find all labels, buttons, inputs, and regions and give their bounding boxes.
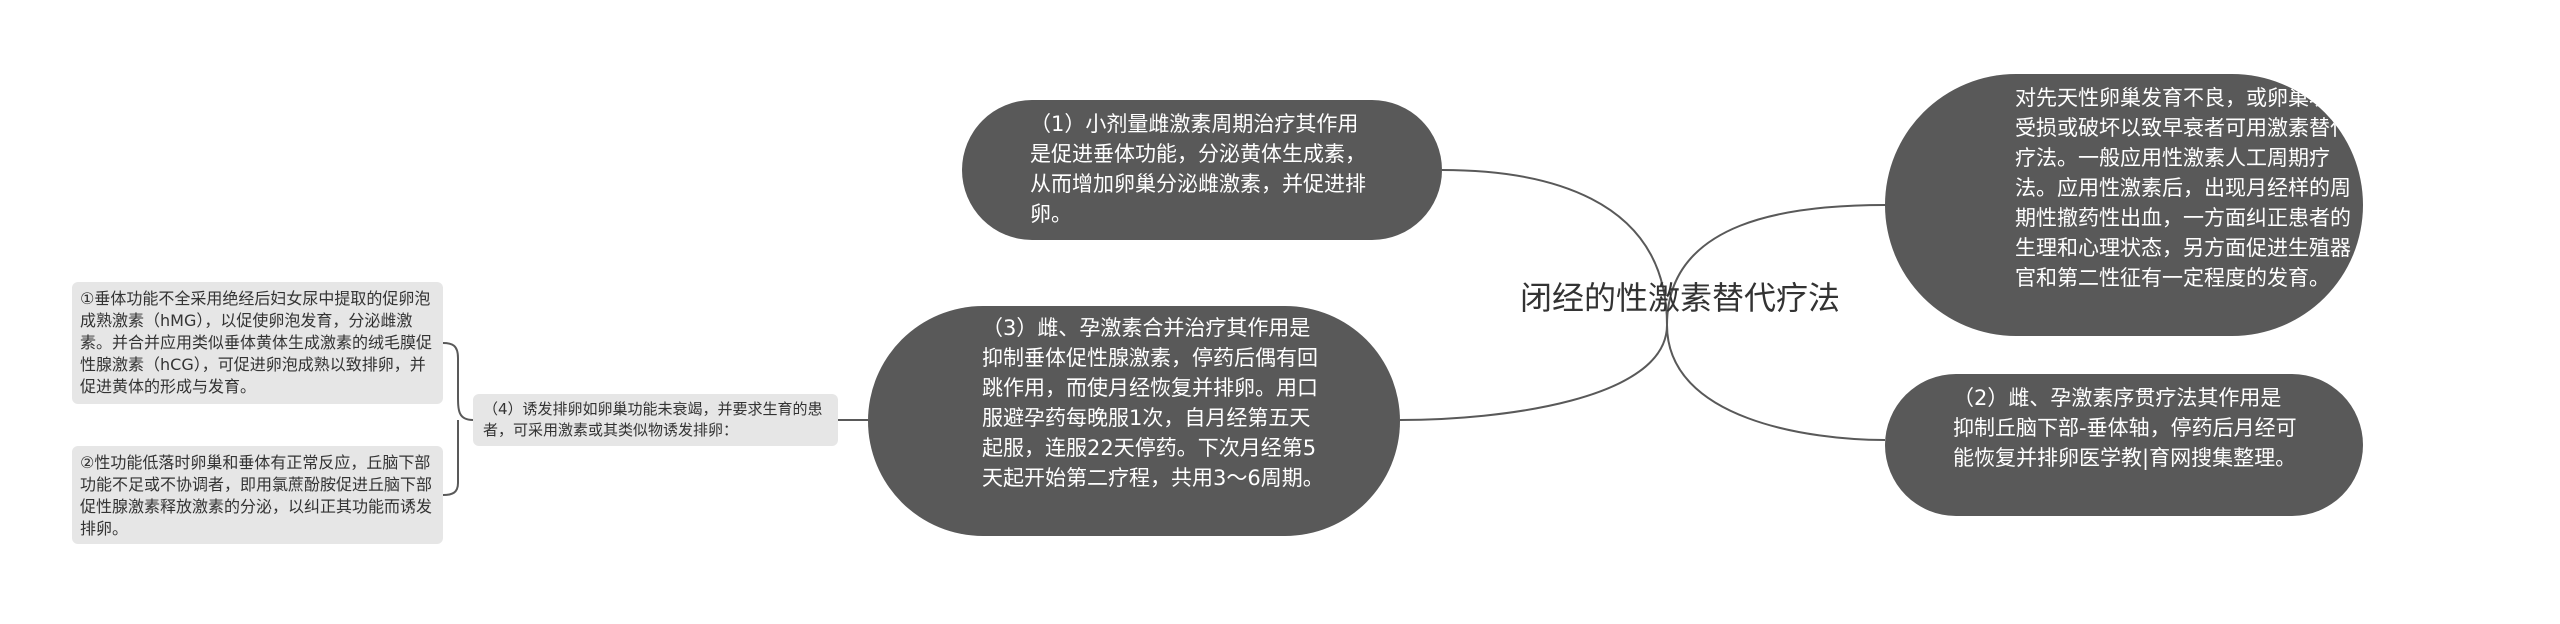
root-topic: 闭经的性激素替代疗法 <box>1520 279 1841 317</box>
branch-node-4: （4）诱发排卵如卵巢功能未衰竭，并要求生育的患者，可采用激素或其类似物诱发排卵： <box>473 394 838 446</box>
link-root-r1 <box>1666 204 1886 326</box>
branch-node-1: （1）小剂量雌激素周期治疗其作用是促进垂体功能，分泌黄体生成素，从而增加卵巢分泌… <box>962 100 1442 240</box>
leaf-node-4-2: ②性功能低落时卵巢和垂体有正常反应，丘脑下部功能不足或不协调者，即用氯蔗酚胺促进… <box>72 446 443 544</box>
right-node-2-text: （2）雌、孕激素序贯疗法其作用是抑制丘脑下部-垂体轴，停药后月经可能恢复并排卵医… <box>1953 386 2297 470</box>
leaf-node-4-2-text: ②性功能低落时卵巢和垂体有正常反应，丘脑下部功能不足或不协调者，即用氯蔗酚胺促进… <box>80 453 433 538</box>
link-root-b1 <box>1441 169 1668 326</box>
leaf-node-4-1-text: ①垂体功能不全采用绝经后妇女尿中提取的促卵泡成熟激素（hMG），以促使卵泡发育，… <box>80 289 433 396</box>
leaf-node-4-1: ①垂体功能不全采用绝经后妇女尿中提取的促卵泡成熟激素（hMG），以促使卵泡发育，… <box>72 282 443 404</box>
link-root-b3 <box>1399 324 1668 421</box>
branch-node-1-text: （1）小剂量雌激素周期治疗其作用是促进垂体功能，分泌黄体生成素，从而增加卵巢分泌… <box>1030 112 1366 226</box>
link-root-r2 <box>1666 324 1886 441</box>
branch-node-4-text: （4）诱发排卵如卵巢功能未衰竭，并要求生育的患者，可采用激素或其类似物诱发排卵： <box>483 400 823 439</box>
branch-node-3: （3）雌、孕激素合并治疗其作用是抑制垂体促性腺激素，停药后偶有回跳作用，而使月经… <box>868 306 1400 536</box>
link-b4-children <box>442 342 474 496</box>
right-node-1-text: 对先天性卵巢发育不良，或卵巢功能受损或破坏以致早衰者可用激素替代疗法。一般应用性… <box>2015 86 2351 290</box>
right-node-2: （2）雌、孕激素序贯疗法其作用是抑制丘脑下部-垂体轴，停药后月经可能恢复并排卵医… <box>1885 374 2363 516</box>
branch-node-3-text: （3）雌、孕激素合并治疗其作用是抑制垂体促性腺激素，停药后偶有回跳作用，而使月经… <box>982 316 1324 490</box>
right-node-1: 对先天性卵巢发育不良，或卵巢功能受损或破坏以致早衰者可用激素替代疗法。一般应用性… <box>1885 74 2363 336</box>
